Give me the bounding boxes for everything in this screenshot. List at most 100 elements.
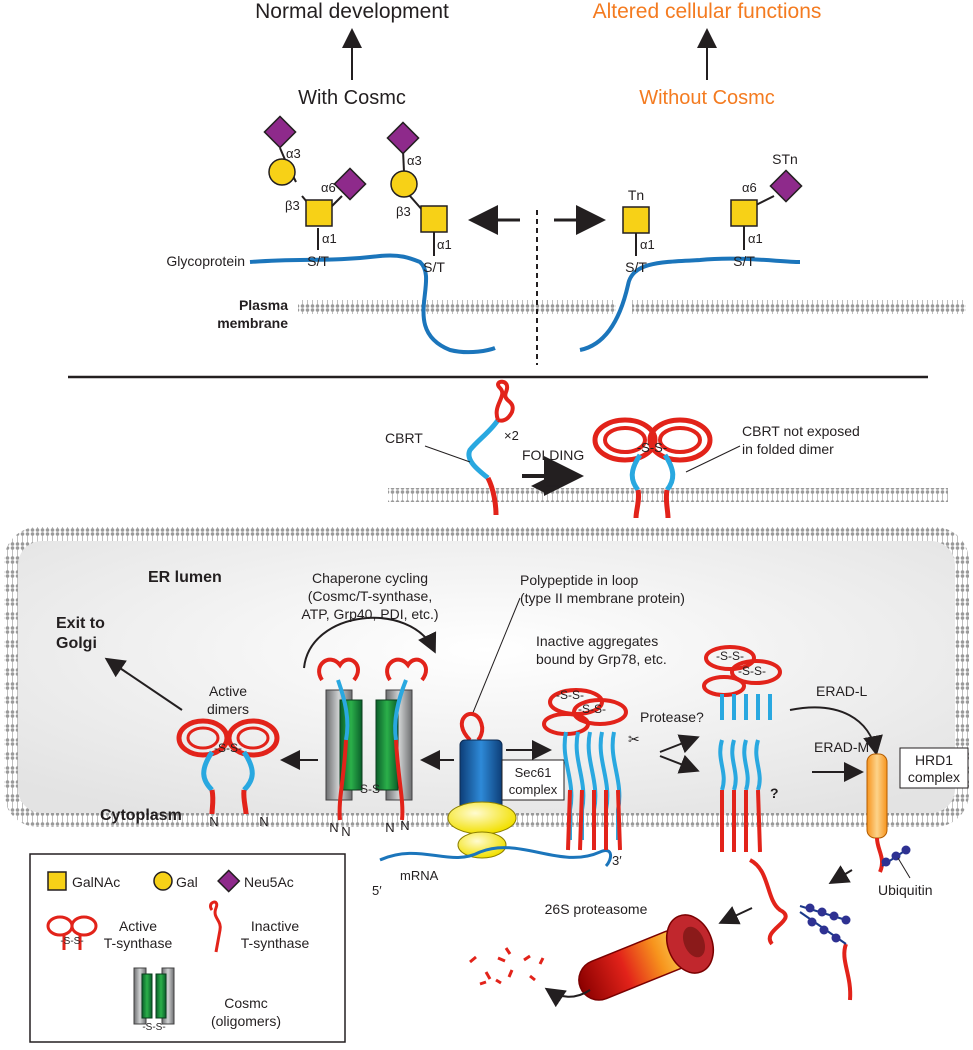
with-cosmc-label: With Cosmc [298, 87, 406, 109]
tn-label: Tn [628, 187, 644, 203]
peptide-fragments [469, 947, 545, 986]
legend-inactive-label-1: Inactive [251, 918, 299, 934]
polypeptide-label-1: Polypeptide in loop [520, 572, 639, 588]
ribosome-small [457, 831, 507, 859]
linkage-label: α1 [437, 237, 452, 252]
active-dimer: -S-S- N N [176, 718, 280, 829]
ubiquitin-dot [807, 917, 817, 927]
legend-box [29, 853, 346, 1043]
disulfide-label: -S-S- [356, 782, 384, 796]
sec61-cylinder [459, 739, 503, 811]
linkage-label: α3 [407, 153, 422, 168]
disulfide-label: -S-S- [738, 664, 766, 678]
ubiquitin-dot [831, 933, 841, 943]
erad-m-label: ERAD-M [814, 739, 869, 755]
legend-gal-label: Gal [176, 874, 198, 890]
altered-functions-label: Altered cellular functions [593, 0, 822, 23]
cleaved-luminal-aggregates: -S-S- -S-S- [702, 645, 782, 720]
hrd1-label-box [899, 747, 969, 789]
three-prime-label: 3′ [612, 853, 622, 868]
neu5ac-legend-icon [217, 869, 241, 893]
st-site-label: S/T [733, 253, 755, 269]
transmembrane-segment [485, 476, 499, 516]
stn-label: STn [772, 151, 798, 167]
galnac-legend-icon [47, 871, 67, 891]
disulfide-label: -S-S- [60, 936, 83, 947]
n-terminus-label: N [341, 824, 350, 839]
sec61-label-box [501, 759, 565, 801]
ubiquitin-dot [817, 907, 827, 917]
five-prime-label: 5′ [372, 883, 382, 898]
glycan-disialyl-core1: α3 α6 β3 α1 S/T [263, 115, 367, 269]
exit-label-1: Exit to [56, 615, 105, 632]
linkage-label: α3 [286, 146, 301, 161]
plasma-label-1: Plasma [239, 297, 288, 313]
linkage-label: α1 [748, 231, 763, 246]
cbrt-label: CBRT [385, 430, 423, 446]
neu5ac-diamond [386, 121, 420, 155]
galnac-square [730, 199, 758, 227]
disulfide-label: -S-S- [637, 440, 667, 455]
neu5ac-diamond [333, 167, 367, 201]
linkage-label: α1 [640, 237, 655, 252]
legend-active-label-1: Active [119, 918, 157, 934]
n-terminus-label: N [329, 820, 338, 835]
disulfide-label: -S-S- [214, 741, 242, 755]
not-exposed-leader-line [685, 445, 741, 473]
er-lumen-label: ER lumen [148, 569, 222, 586]
polypeptide-label-2: (type II membrane protein) [520, 590, 685, 606]
without-cosmc-label: Without Cosmc [639, 87, 775, 109]
er-compartment: ER lumen Cytoplasm Exit to Golgi Active … [4, 527, 969, 898]
degradation-arrow [544, 987, 591, 1008]
sec61-translocon: Sec61 complex mRNA 5′ 3′ [372, 712, 622, 898]
cosmc-legend-icon: -S-S- [133, 967, 175, 1033]
gal-legend-icon [153, 871, 173, 891]
mrna-label: mRNA [400, 868, 439, 883]
exit-label-2: Golgi [56, 635, 97, 652]
cbrt-segment [466, 418, 501, 480]
ribosome-large [447, 801, 517, 835]
chaperone-cycle-arrow [303, 616, 437, 669]
active-t-synthase-legend-icon: -S-S- [46, 915, 98, 950]
ubiquitin-dot [881, 857, 891, 867]
n-terminus-label: N [259, 814, 268, 829]
linkage-label: β3 [285, 198, 300, 213]
neu5ac-diamond [263, 115, 297, 149]
disulfide-label: -S-S- [142, 1022, 165, 1033]
cbrt-folding-panel: ×2 CBRT FOLDING -S-S- CBRT not exposed i… [385, 379, 948, 519]
linkage-label: β3 [396, 204, 411, 219]
times-two-label: ×2 [504, 428, 519, 443]
plasma-membrane-right [632, 300, 966, 314]
linkage-label: α1 [322, 231, 337, 246]
scissors-icon: ✂ [628, 731, 640, 747]
legend-neu5ac-label: Neu5Ac [244, 874, 294, 890]
glycoprotein-backbone-left [249, 253, 496, 355]
disulfide-label: -S-S- [716, 649, 744, 663]
neu5ac-diamond [769, 169, 803, 203]
cbrt-leader-line [424, 445, 471, 463]
protease-arrow-up [659, 734, 700, 754]
glycan-tn: Tn α1 S/T [622, 187, 655, 275]
aggregates-label-2: bound by Grp78, etc. [536, 651, 667, 667]
chaperone-label-2: (Cosmc/T-synthase, [308, 588, 432, 604]
cytoplasm-label: Cytoplasm [100, 807, 182, 824]
hrd1-complex: HRD1 complex [866, 747, 969, 873]
ubiquitin-dot [819, 925, 829, 935]
disulfide-label: -S-S- [578, 702, 606, 716]
glycan-stn: STn α6 α1 S/T [730, 151, 803, 269]
disulfide-label: -S-S- [556, 688, 584, 702]
protease-arrow-down [659, 754, 700, 774]
legend: GalNAc Gal Neu5Ac -S-S- Active T-synthas… [29, 853, 346, 1043]
inactive-aggregates: -S-S- -S-S- [542, 688, 628, 851]
gal-circle [268, 158, 296, 186]
ubiquitin-dot [841, 915, 851, 925]
inactive-t-synthase-coil [494, 379, 515, 423]
chaperone-label-1: Chaperone cycling [312, 570, 428, 586]
protease-label: Protease? [640, 709, 704, 725]
to-proteasome-arrow [718, 906, 753, 925]
cosmc-complex: -S-S- N N N N [317, 657, 428, 839]
glycoprotein-label: Glycoprotein [166, 253, 245, 269]
glycoprotein-backbone-right [579, 256, 801, 352]
st-site-label: S/T [307, 253, 329, 269]
st-site-label: S/T [625, 259, 647, 275]
